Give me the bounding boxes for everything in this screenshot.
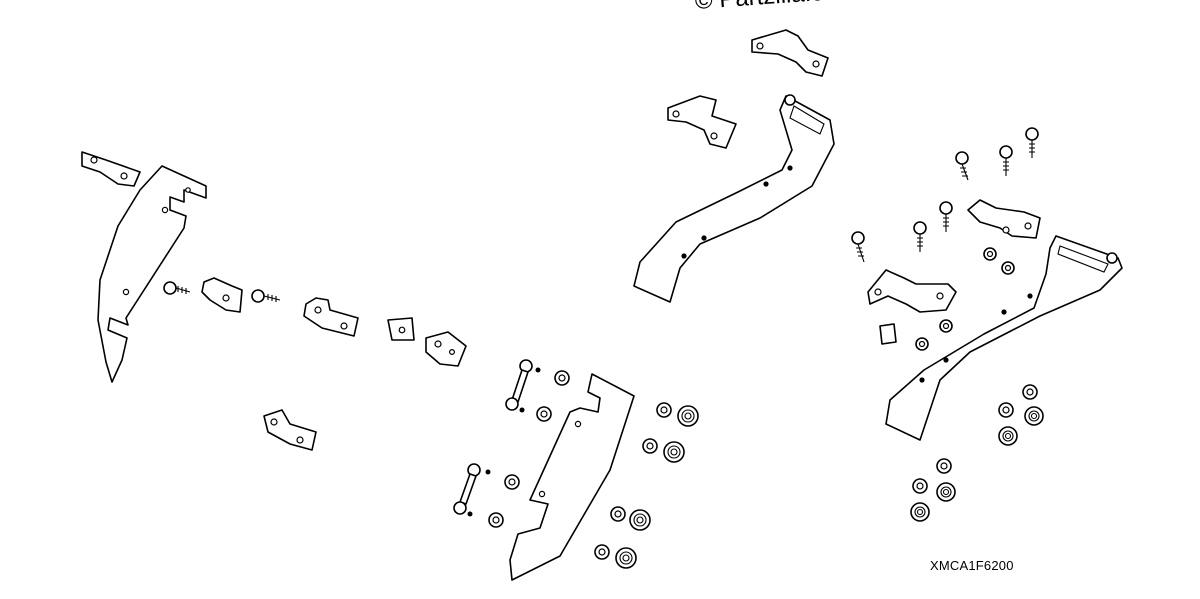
left-screw-2	[252, 290, 280, 302]
right-screws	[852, 128, 1038, 262]
top-clip	[752, 30, 828, 76]
center-nuts	[616, 406, 698, 568]
center-side-plate	[510, 374, 634, 580]
center-link-rod-upper	[506, 360, 541, 413]
left-lower-clip	[264, 410, 316, 450]
left-top-clip	[82, 152, 140, 186]
left-mid-clip	[304, 298, 358, 336]
right-spacers	[880, 248, 1014, 350]
center-link-rod-lower	[454, 464, 491, 517]
left-square-nut	[388, 318, 414, 340]
left-bracket-clamp	[426, 332, 466, 366]
right-mount-bar	[886, 236, 1122, 440]
upper-mid-clip	[668, 96, 736, 148]
right-upper-clip	[968, 200, 1040, 238]
left-clamp-block	[202, 278, 242, 312]
diagram-code-label: XMCA1F6200	[930, 558, 1014, 573]
left-side-plate	[98, 166, 206, 382]
center-washers	[489, 371, 671, 559]
right-lower-clip	[868, 270, 956, 312]
upper-mount-bar	[634, 95, 834, 302]
left-screw-1	[164, 282, 190, 294]
right-washers-nuts	[911, 385, 1043, 521]
